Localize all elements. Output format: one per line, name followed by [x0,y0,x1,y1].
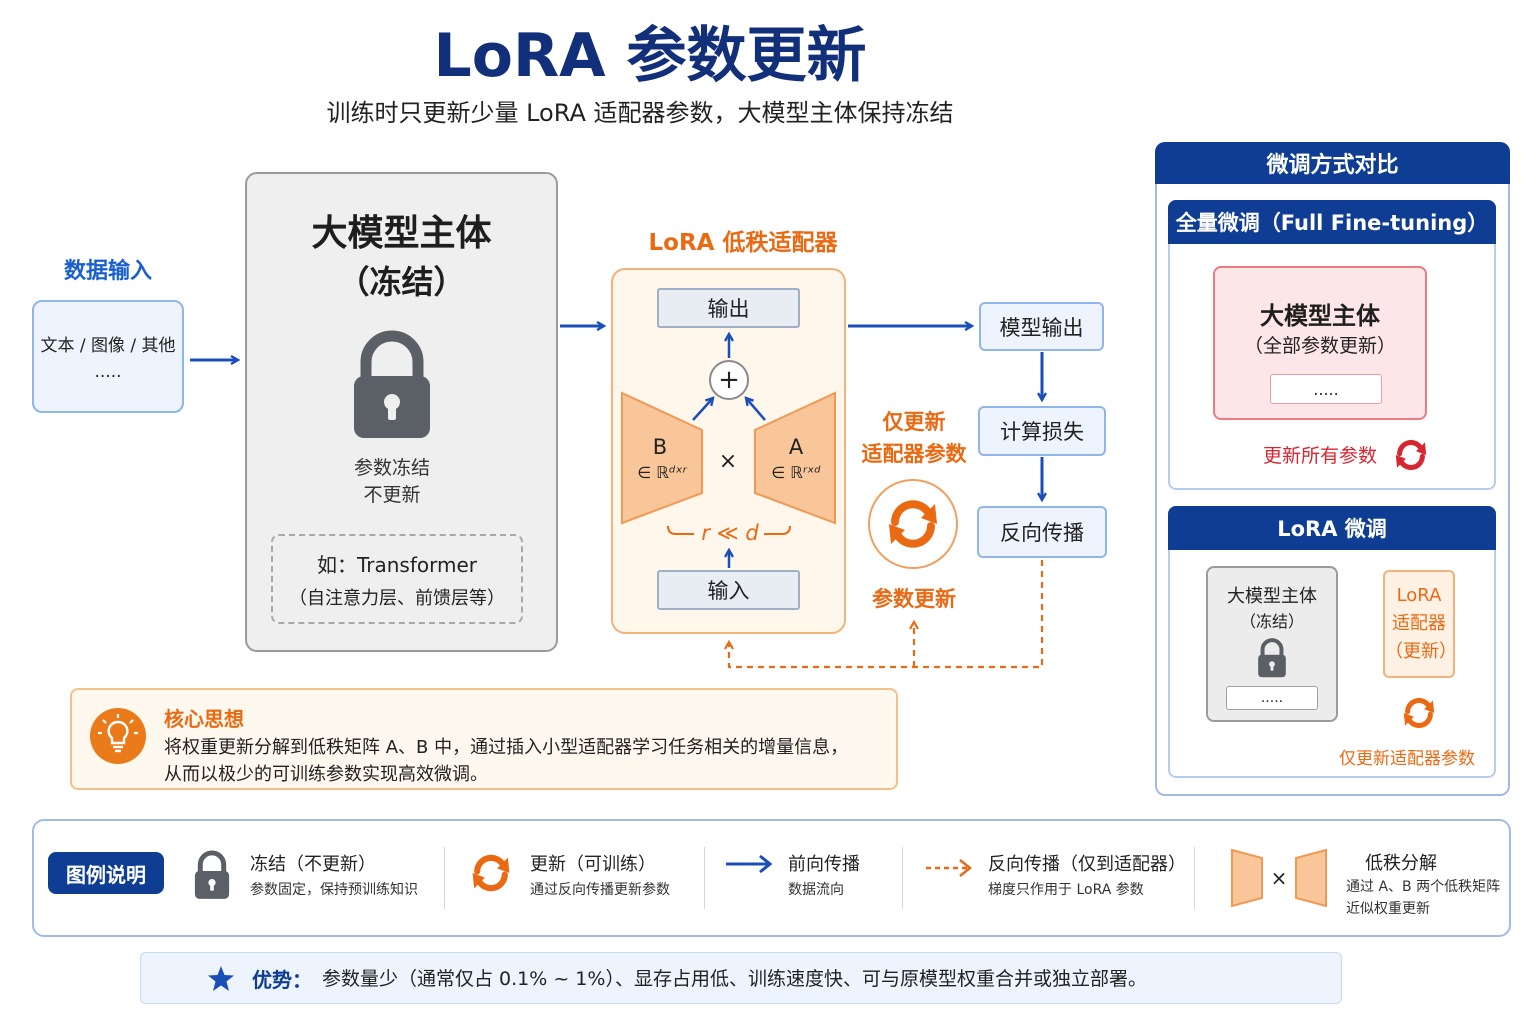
legend-frozen-desc: 参数固定，保持预训练知识 [250,882,418,898]
frozen-example-box: 如：Transformer （自注意力层、前馈层等） [271,534,523,624]
lock-icon [354,330,430,438]
advantage-text: 参数量少（通常仅占 0.1% ~ 1%）、显存占用低、训练速度快、可与原模型权重… [322,968,1147,990]
lora-adapter-title: LoRA 低秩适配器 [648,230,838,256]
matrix-b-label: B [652,435,668,459]
frozen-example-line1: 如：Transformer [316,552,477,577]
legend-panel [32,819,1511,937]
times-sign: × [718,448,738,474]
legend-label: 图例说明 [48,852,164,894]
frozen-note-line1: 参数冻结 [353,456,430,479]
advantage-bar [140,952,1342,1004]
full-finetune-header: 全量微调（Full Fine-tuning） [1168,200,1496,244]
star-icon [208,966,234,991]
arrow-right-icon [726,854,773,874]
legend-separator [1194,847,1195,909]
matrix-a-dim: ∈ ℝʳˣᵈ [771,462,821,482]
lora-card-model-subtitle: （冻结） [1239,612,1304,631]
refresh-icon-orange-small [1403,698,1435,728]
legend-update-title: 更新（可训练） [530,854,656,875]
adapter-line2: 适配器 [1392,613,1446,634]
lock-icon-small [1258,638,1286,678]
plus-icon: + [709,360,749,400]
lora-card-model-inner: ..... [1226,686,1318,710]
frozen-model-title: 大模型主体 [311,213,492,254]
full-model-inner-box: ..... [1270,374,1382,404]
dashed-backprop-path [729,560,1044,669]
only-update-line2: 适配器参数 [861,442,967,466]
lock-icon [194,850,230,899]
legend-update-desc: 通过反向传播更新参数 [530,882,670,898]
legend-lowrank-desc: 通过 A、B 两个低秩矩阵 [1346,879,1501,895]
refresh-icon [472,854,510,892]
dashed-arrow-icon [926,859,973,877]
lightbulb-icon [90,708,146,764]
update-all-label: 更新所有参数 [1262,444,1377,467]
legend-backprop-title: 反向传播（仅到适配器） [988,854,1186,875]
lora-output-box: 输出 [657,288,800,328]
param-update-circle [868,479,958,569]
only-update-line1: 仅更新 [882,410,946,434]
core-idea-title: 核心思想 [164,707,244,731]
lora-only-update-label: 仅更新适配器参数 [1339,748,1475,769]
legend-lowrank-title: 低秩分解 [1365,853,1437,874]
full-model-subtitle: （全部参数更新） [1243,334,1396,357]
frozen-note-line2: 不更新 [363,483,421,506]
lora-card-adapter-box: LoRA 适配器 （更新） [1383,570,1457,678]
lora-input-box: 输入 [657,570,800,610]
backprop-box: 反向传播 [977,506,1107,558]
legend-frozen-title: 冻结（不更新） [250,854,376,875]
legend-lowrank-desc2: 近似权重更新 [1346,901,1430,917]
legend-forward-desc: 数据流向 [788,882,844,898]
refresh-icon [889,500,937,548]
legend-times-sign: × [1270,866,1288,890]
data-input-title: 数据输入 [63,259,152,284]
core-idea-line2: 从而以极少的可训练参数实现高效微调。 [164,764,488,785]
full-model-title: 大模型主体 [1260,301,1380,330]
advantage-label: 优势： [252,968,312,992]
param-update-label: 参数更新 [872,587,956,611]
core-idea-box [70,688,898,790]
compute-loss-box: 计算损失 [978,406,1106,456]
frozen-example-line2: （自注意力层、前馈层等） [289,587,505,609]
frozen-model-subtitle: （冻结） [337,263,466,301]
adapter-line3: （更新） [1385,641,1457,662]
legend-backprop-desc: 梯度只作用于 LoRA 参数 [988,882,1144,898]
legend-forward-title: 前向传播 [788,854,860,875]
data-input-dots: ..... [94,362,122,382]
comparison-header: 微调方式对比 [1155,142,1510,184]
low-rank-icon [1231,848,1327,908]
core-idea-line1: 将权重更新分解到低秩矩阵 A、B 中，通过插入小型适配器学习任务相关的增量信息， [164,737,849,758]
matrix-a-label: A [788,435,804,459]
legend-separator [704,847,705,909]
data-input-box: 文本 / 图像 / 其他 ..... [32,300,184,413]
page-title: LoRA 参数更新 [433,20,867,91]
refresh-icon-red [1395,440,1427,470]
adapter-line1: LoRA [1396,585,1442,606]
lora-card-model-title: 大模型主体 [1227,586,1317,607]
matrix-b-dim: ∈ ℝᵈˣʳ [637,462,687,482]
page-subtitle: 训练时只更新少量 LoRA 适配器参数，大模型主体保持冻结 [326,98,954,127]
lora-finetune-header: LoRA 微调 [1168,506,1496,550]
legend-separator [444,847,445,909]
model-output-box: 模型输出 [979,302,1104,351]
legend-separator [902,847,903,909]
data-input-text: 文本 / 图像 / 其他 [40,336,176,356]
rank-note: r ≪ d [701,521,759,545]
